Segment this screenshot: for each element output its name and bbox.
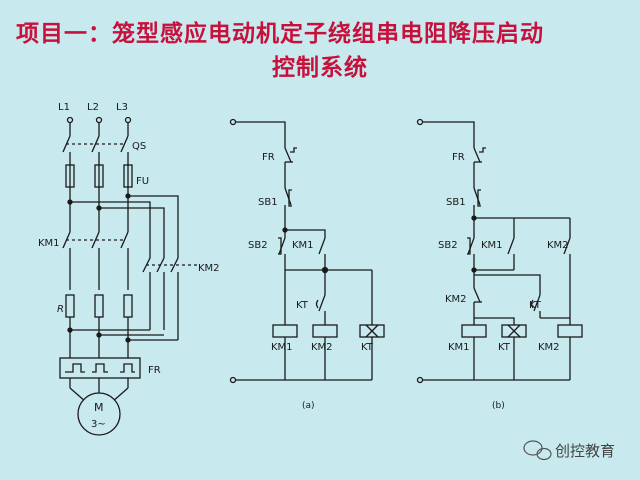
label-a-fr: FR <box>262 152 275 163</box>
label-b-coil-km1: KM1 <box>448 342 470 353</box>
qs-switch <box>62 122 129 165</box>
coil-a-km2 <box>312 324 338 338</box>
watermark-text: 创控教育 <box>555 442 616 460</box>
coil-a-km1 <box>272 324 298 338</box>
label-a-km1: KM1 <box>292 240 314 251</box>
label-l1: L1 <box>58 102 70 113</box>
label-fr: FR <box>148 365 161 376</box>
label-a-kt: KT <box>296 300 309 311</box>
label-b-sb1: SB1 <box>446 197 466 208</box>
coil-b-km2 <box>557 324 583 338</box>
control-circuit-a: FR SB1 SB2 KM1 KT KM1 KM2 KT <box>229 118 385 411</box>
watermark-logo-icon <box>523 440 552 461</box>
caption-a: (a) <box>302 401 315 411</box>
caption-b: (b) <box>492 401 505 411</box>
km2-bypass <box>67 195 198 343</box>
label-a-sb1: SB1 <box>258 197 278 208</box>
motor-label-m: M <box>94 401 104 414</box>
fu-fuses <box>65 164 133 188</box>
label-b-km1: KM1 <box>481 240 503 251</box>
motor: M 3~ <box>69 387 129 436</box>
main-circuit: L1 L2 L3 QS FU <box>38 102 220 436</box>
label-km1: KM1 <box>38 238 60 249</box>
label-b-coil-kt: KT <box>498 342 511 353</box>
fr-relay <box>59 357 141 388</box>
label-b-km2-nc: KM2 <box>445 294 467 305</box>
label-b-kt: KT <box>529 300 542 311</box>
label-b-fr: FR <box>452 152 465 163</box>
label-l2: L2 <box>87 102 99 113</box>
label-fu: FU <box>136 176 149 187</box>
label-r: R <box>57 304 64 315</box>
label-b-coil-km2: KM2 <box>538 342 560 353</box>
label-a-coil-km1: KM1 <box>271 342 293 353</box>
r-resistors <box>65 294 133 358</box>
km1-main-contacts <box>62 231 129 290</box>
terminal-l3 <box>124 116 132 124</box>
terminal-l2 <box>95 116 103 124</box>
terminal-l1 <box>66 116 74 124</box>
label-a-coil-km2: KM2 <box>311 342 333 353</box>
control-circuit-b: FR SB1 SB2 KM1 KM2 KM2 KT KM1 <box>416 118 583 411</box>
page-title-line1: 项目一：笼型感应电动机定子绕组串电阻降压启动 <box>16 20 544 47</box>
label-b-km2-top: KM2 <box>547 240 569 251</box>
page-title-line2: 控制系统 <box>272 54 368 81</box>
label-a-sb2: SB2 <box>248 240 268 251</box>
label-a-coil-kt: KT <box>361 342 374 353</box>
coil-b-km1 <box>461 324 487 338</box>
motor-label-phase: 3~ <box>91 419 106 430</box>
label-b-sb2: SB2 <box>438 240 458 251</box>
label-km2: KM2 <box>198 263 220 274</box>
label-qs: QS <box>132 141 146 152</box>
label-l3: L3 <box>116 102 128 113</box>
